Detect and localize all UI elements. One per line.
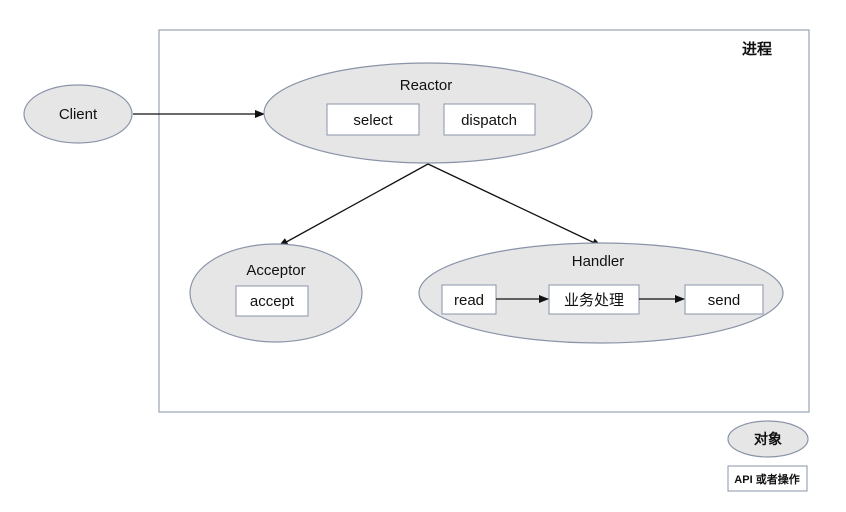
acceptor-node: Acceptor accept <box>189 243 363 343</box>
reactor-to-acceptor-arrow <box>278 163 429 247</box>
legend: 对象 API 或者操作 <box>727 420 809 492</box>
read-op-label: read <box>454 292 484 309</box>
legend-object-label: 对象 <box>754 431 782 447</box>
business-op-box <box>548 284 640 315</box>
legend-operation-shape <box>727 465 808 492</box>
send-op-label: send <box>708 292 741 309</box>
dispatch-op-box <box>443 103 536 136</box>
accept-op-label: accept <box>250 293 295 310</box>
process-container <box>158 29 810 413</box>
client-node: Client <box>23 84 133 144</box>
accept-op-box <box>235 285 309 317</box>
legend-operation-label: API 或者操作 <box>734 472 799 486</box>
reactor-to-handler-arrow <box>427 163 602 247</box>
handler-title: Handler <box>572 253 625 270</box>
send-op-box <box>684 284 764 315</box>
reactor-node: Reactor select dispatch <box>263 62 593 164</box>
reactor-title: Reactor <box>400 77 453 94</box>
select-op-box <box>326 103 420 136</box>
dispatch-op-label: dispatch <box>461 112 517 129</box>
select-op-label: select <box>353 112 393 129</box>
handler-node: Handler read 业务处理 send <box>418 242 784 344</box>
read-op-box <box>441 284 497 315</box>
business-op-label: 业务处理 <box>564 292 624 309</box>
client-label: Client <box>59 106 98 123</box>
process-label: 进程 <box>742 41 772 58</box>
acceptor-title: Acceptor <box>246 262 305 279</box>
legend-object-shape <box>727 420 809 458</box>
